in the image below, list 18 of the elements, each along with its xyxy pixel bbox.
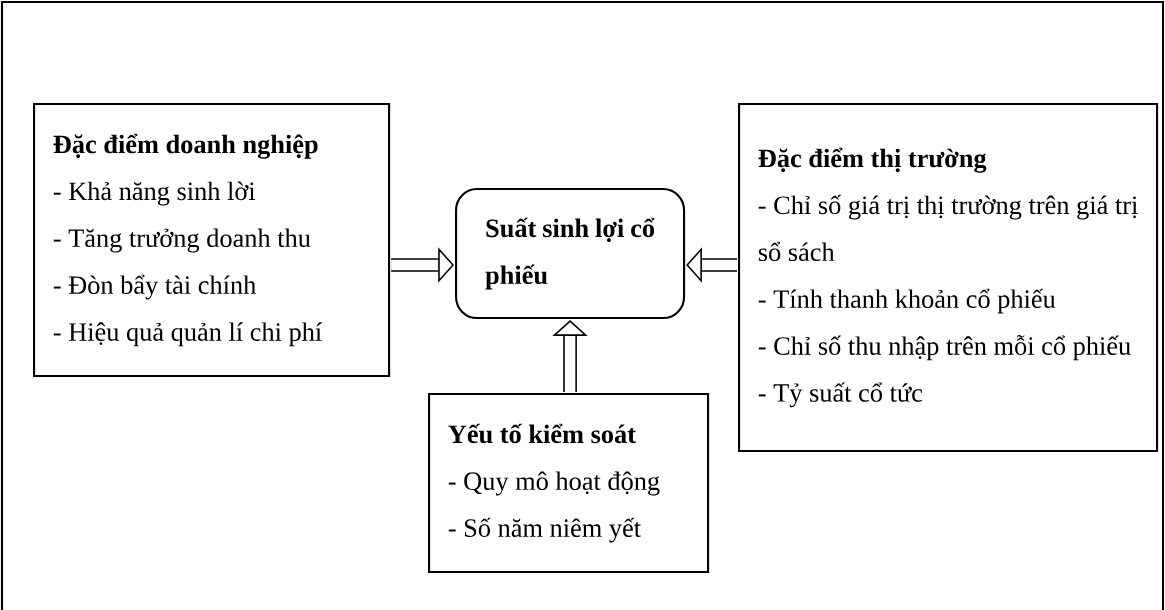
bullet-item: - Quy mô hoạt động [448, 471, 660, 496]
box-title: Suất sinh lợi cổ phiếu [485, 217, 655, 290]
bullet-item: - Tỷ suất cổ tức [758, 382, 923, 408]
box-heading: Yếu tố kiểm soát [448, 423, 636, 444]
bullet-item: - Tăng trưởng doanh thu [53, 228, 311, 253]
bullet-item: - Đòn bẩy tài chính [53, 274, 256, 300]
bullet-item: - Chỉ số giá trị thị trường trên giá trị sổ sách [758, 194, 1138, 262]
bullet-item: - Hiệu quả quản lí chi phí [53, 322, 322, 347]
box-heading: Đặc điểm thị trường [758, 147, 987, 173]
bullet-item: - Số năm niêm yết [448, 517, 641, 543]
bullet-item: - Khả năng sinh lời [53, 181, 256, 206]
bullet-item: - Chỉ số thu nhập trên mỗi cổ phiếu [758, 335, 1131, 361]
box-heading: Đặc điểm doanh nghiệp [53, 133, 318, 159]
factor-box [738, 103, 1159, 453]
bullet-item: - Tính thanh khoản cổ phiếu [758, 288, 1056, 314]
factor-box [428, 393, 710, 574]
result-box [455, 188, 686, 320]
factor-box [33, 103, 391, 378]
